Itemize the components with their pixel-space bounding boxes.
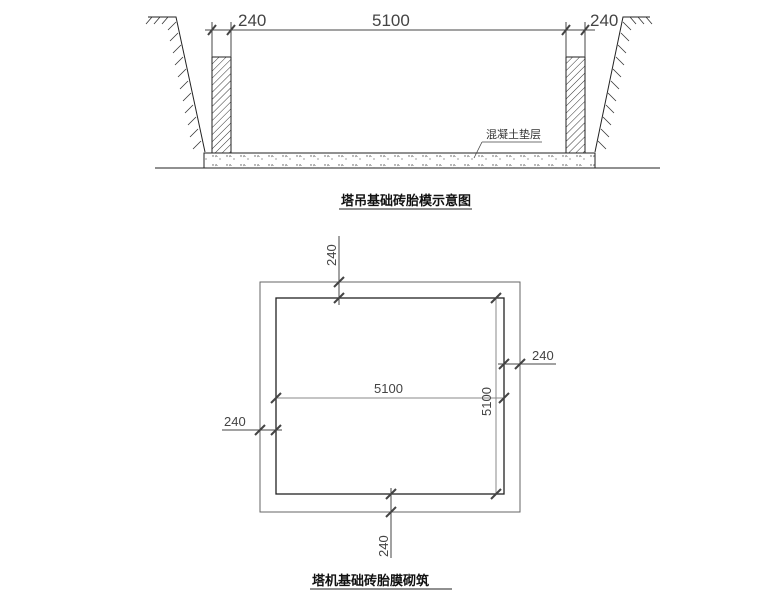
- plan-dim-bottom-mark: [385, 488, 397, 558]
- plan-inner-wall: [275, 297, 505, 495]
- plan-dim-height: 5100: [479, 387, 494, 416]
- plan-dim-bottom: 240: [376, 535, 391, 557]
- plan-dim-height-line: [490, 292, 502, 500]
- plan-dim-left-mark: [222, 424, 282, 436]
- brick-wall-right: [565, 56, 586, 154]
- plan-dim-width-line: [270, 392, 510, 404]
- plan-view: 240 240 240 240 5100: [222, 236, 556, 590]
- concrete-cushion-layer: [203, 152, 596, 169]
- plan-dim-left: 240: [224, 414, 246, 429]
- concrete-leader: [473, 141, 542, 159]
- plan-dim-right: 240: [532, 348, 554, 363]
- plan-dim-width: 5100: [374, 381, 403, 396]
- dim-section-width: 5100: [372, 11, 410, 30]
- dim-wall-left: 240: [238, 11, 266, 30]
- label-concrete-cushion: 混凝土垫层: [486, 127, 541, 141]
- plan-caption: 塔机基础砖胎膜砌筑: [312, 573, 429, 589]
- dim-wall-right: 240: [590, 11, 618, 30]
- plan-dim-right-mark: [498, 358, 556, 370]
- plan-dim-top: 240: [324, 244, 339, 266]
- section-view: 240 5100 240 混凝土垫层 塔吊基础砖胎模示意图: [145, 11, 660, 210]
- soil-left: [145, 16, 206, 153]
- soil-right: [594, 16, 653, 153]
- section-caption: 塔吊基础砖胎模示意图: [341, 193, 471, 209]
- section-dimension-line: [205, 22, 595, 57]
- brick-wall-left: [211, 56, 232, 154]
- plan-dim-top-mark: [333, 236, 345, 305]
